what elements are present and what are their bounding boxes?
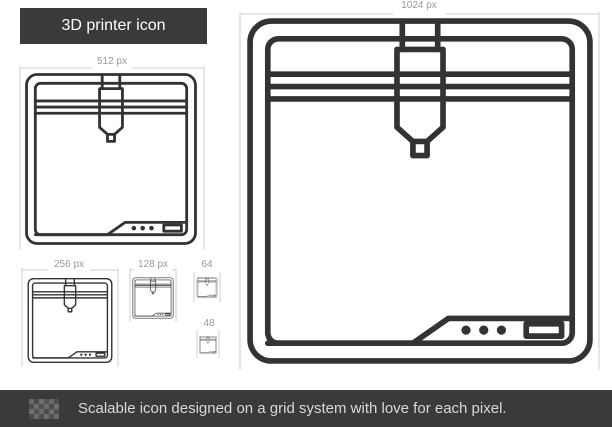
printer-icon-256: [24, 277, 116, 364]
title-badge: 3D printer icon: [20, 8, 207, 44]
printer-icon-1024: [242, 14, 598, 368]
size-label-1024: 1024 px: [401, 0, 437, 11]
grid-icon: [29, 398, 59, 419]
printer-icon-64: [196, 277, 218, 298]
size-label-256: 256 px: [53, 259, 85, 270]
size-label-64: 64: [201, 259, 213, 270]
footer-text: Scalable icon designed on a grid system …: [78, 400, 507, 417]
size-label-512: 512 px: [96, 56, 128, 67]
size-label-128: 128 px: [137, 259, 169, 270]
title-text: 3D printer icon: [61, 17, 166, 34]
printer-icon-512: [22, 71, 200, 247]
size-label-48: 48: [203, 318, 215, 329]
printer-icon-48: [199, 336, 217, 354]
footer-bar: Scalable icon designed on a grid system …: [0, 390, 612, 427]
printer-icon-128: [132, 277, 174, 319]
